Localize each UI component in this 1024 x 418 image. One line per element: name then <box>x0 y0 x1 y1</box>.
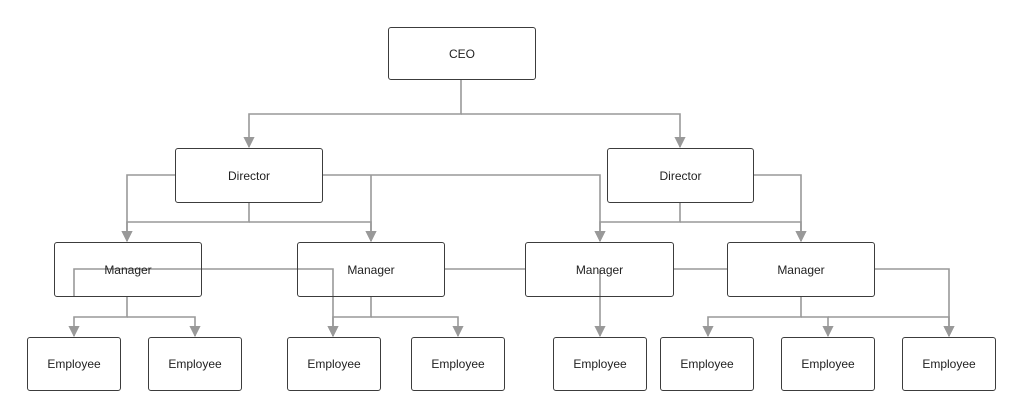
connector-director-left-cross <box>323 174 606 243</box>
employee-8-box: Employee <box>902 337 996 391</box>
employee-8-label: Employee <box>922 357 976 371</box>
employee-1-box: Employee <box>27 337 121 391</box>
employee-2-label: Employee <box>168 357 222 371</box>
employee-7-box: Employee <box>781 337 875 391</box>
ceo-label: CEO <box>448 46 475 61</box>
employee-4-box: Employee <box>411 337 505 391</box>
director-left-box: Director <box>175 148 323 203</box>
connector-ceo-director-right <box>461 113 686 149</box>
manager-2-label: Manager <box>347 262 395 277</box>
connector-manager-4-employee-6 <box>702 297 802 338</box>
employee-7-label: Employee <box>801 357 855 371</box>
manager-1-label: Manager <box>104 262 152 277</box>
manager-2-box: Manager <box>297 242 445 297</box>
connector-manager-4-employee-7 <box>801 316 834 338</box>
employee-3-label: Employee <box>307 357 361 371</box>
director-right-box: Director <box>607 148 754 203</box>
connector-director-right-manager-4 <box>680 221 807 243</box>
connector-manager-4-side <box>875 268 955 338</box>
ceo-box: CEO <box>388 27 536 80</box>
employee-4-label: Employee <box>431 357 485 371</box>
director-left-label: Director <box>227 168 270 183</box>
connector-manager-2-employee-3 <box>327 297 372 338</box>
connector-director-left-manager-2 <box>249 221 377 243</box>
connector-director-left-manager-1 <box>121 203 250 243</box>
employee-5-label: Employee <box>573 357 627 371</box>
connector-manager-1-employee-2 <box>127 316 201 338</box>
director-right-label: Director <box>659 168 702 183</box>
employee-6-label: Employee <box>680 357 734 371</box>
employee-6-box: Employee <box>660 337 754 391</box>
connector-manager-1-employee-3 <box>73 268 339 338</box>
connector-manager-1-employee-1 <box>68 297 128 338</box>
manager-4-box: Manager <box>727 242 875 297</box>
connector-director-left-side <box>121 174 175 243</box>
manager-1-box: Manager <box>54 242 202 297</box>
manager-4-label: Manager <box>777 262 825 277</box>
employee-1-label: Employee <box>47 357 101 371</box>
employee-3-box: Employee <box>287 337 381 391</box>
manager-3-box: Manager <box>525 242 674 297</box>
connector-manager-4-employee-8 <box>828 316 955 338</box>
connector-ceo-director-left <box>243 80 462 149</box>
connector-director-right-side <box>754 174 807 243</box>
employee-2-box: Employee <box>148 337 242 391</box>
employee-5-box: Employee <box>553 337 647 391</box>
connector-director-right-manager-3 <box>594 203 681 243</box>
manager-3-label: Manager <box>575 262 624 277</box>
connector-manager-2-employee-4 <box>371 316 464 338</box>
